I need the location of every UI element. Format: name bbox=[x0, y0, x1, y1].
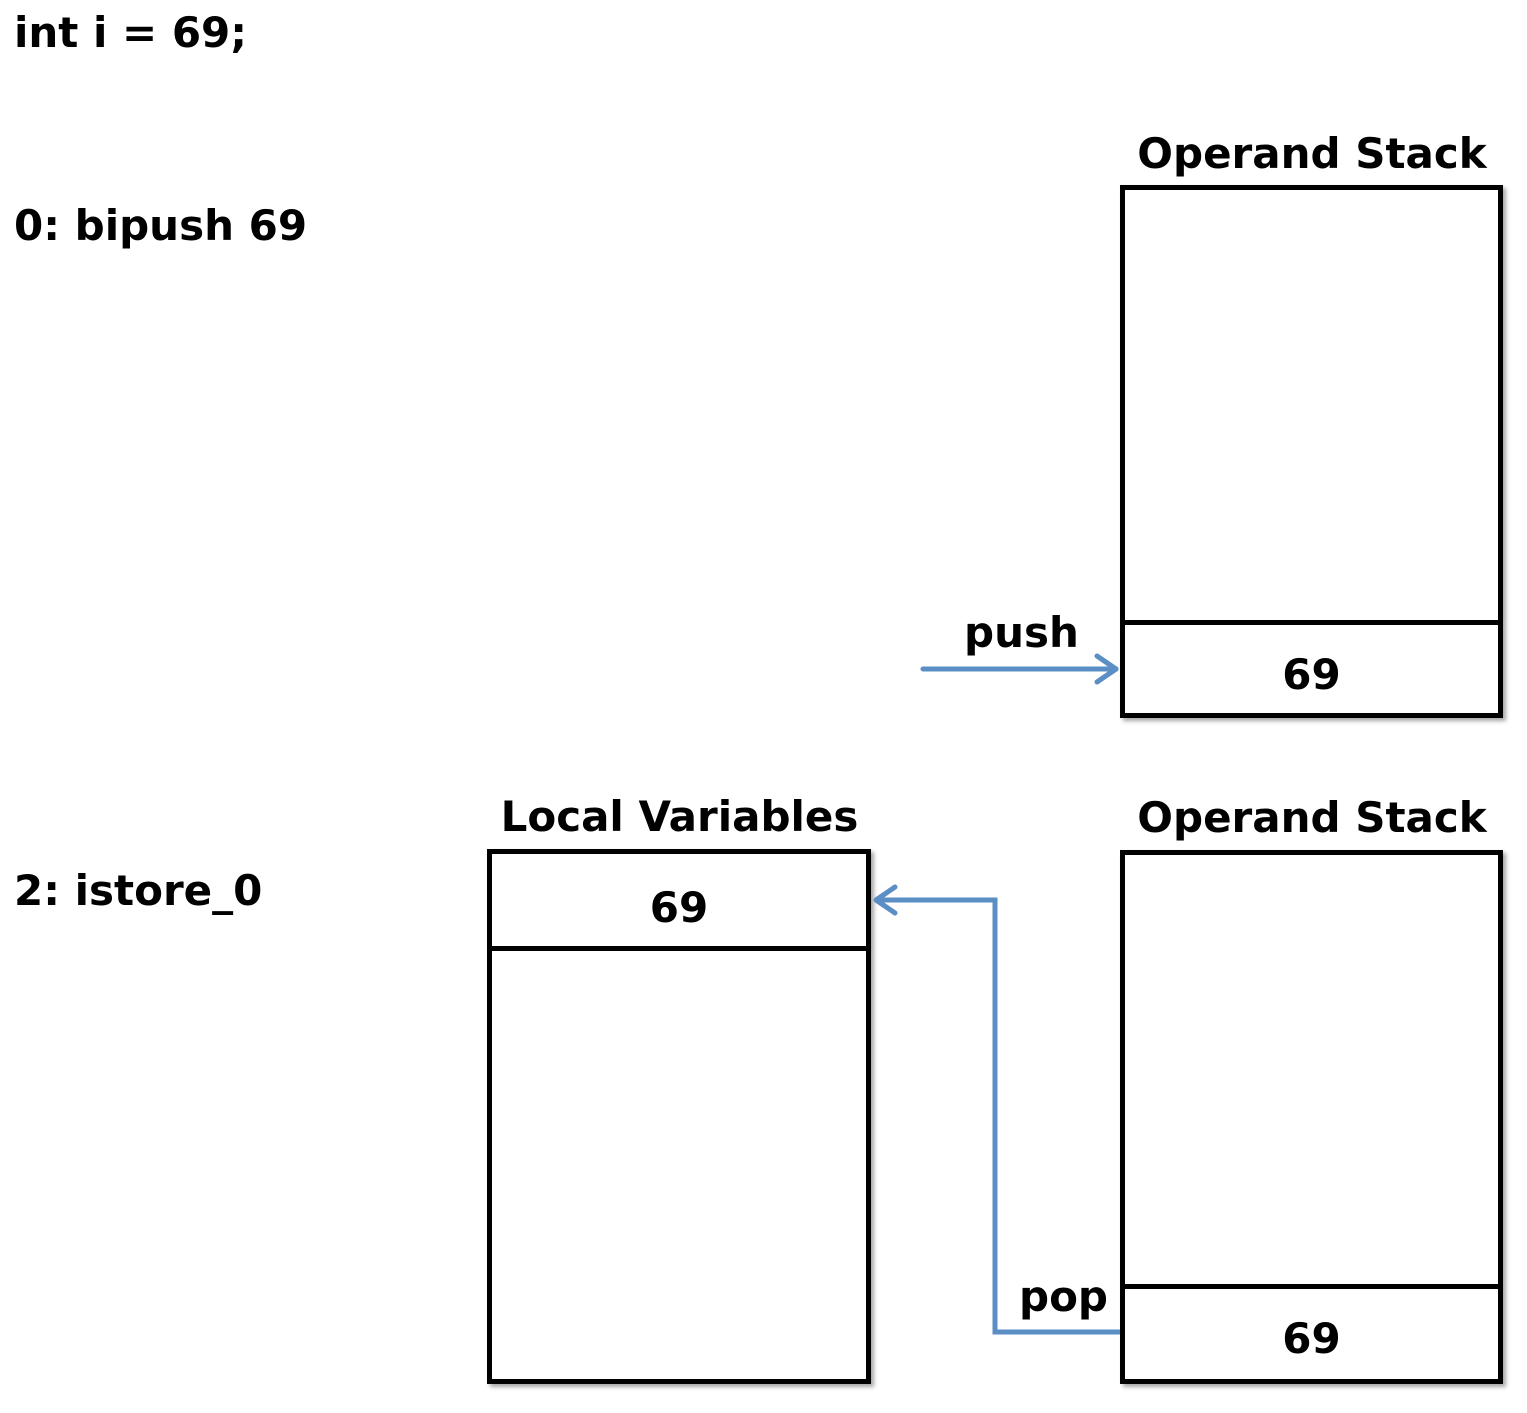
stack-top-value-pop: 69 bbox=[1282, 1314, 1341, 1363]
operand-stack-pop: 69 bbox=[1120, 850, 1503, 1384]
pop-label: pop bbox=[1019, 1272, 1108, 1321]
stack-slot-divider bbox=[1125, 620, 1498, 625]
operand-stack-title-push: Operand Stack bbox=[1137, 129, 1487, 178]
local-slot-0-value: 69 bbox=[649, 883, 709, 932]
operand-stack-title-pop: Operand Stack bbox=[1137, 793, 1487, 842]
push-arrow bbox=[920, 653, 1119, 685]
push-label: push bbox=[964, 608, 1079, 657]
operand-stack-push: 69 bbox=[1120, 185, 1503, 718]
stack-top-value-push: 69 bbox=[1282, 650, 1341, 699]
stack-slot-divider bbox=[1125, 1284, 1498, 1289]
source-code-line: int i = 69; bbox=[14, 8, 248, 57]
instruction-istore: 2: istore_0 bbox=[14, 866, 263, 915]
local-variables-title: Local Variables bbox=[500, 792, 859, 841]
local-variables-table: 69 bbox=[487, 849, 871, 1384]
pop-arrow bbox=[873, 884, 1120, 1335]
local-slot-divider bbox=[492, 946, 866, 951]
instruction-bipush: 0: bipush 69 bbox=[14, 201, 308, 250]
